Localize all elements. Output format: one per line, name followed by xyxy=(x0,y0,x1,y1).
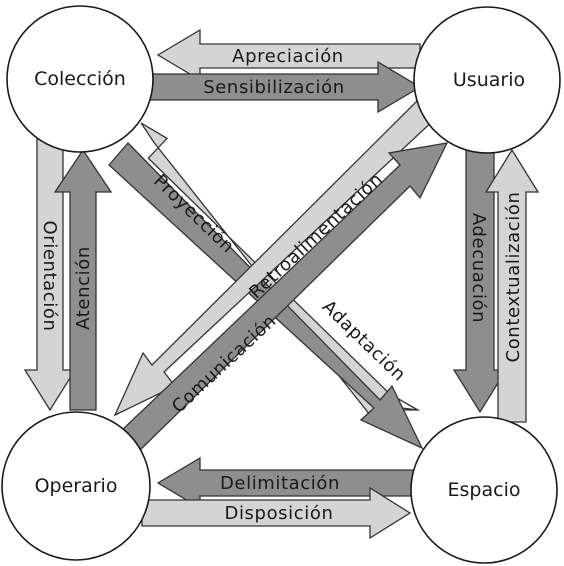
node-coleccion: Colección xyxy=(6,5,154,153)
arrow-disposicion xyxy=(141,486,412,540)
label-adecuacion: Adecuación xyxy=(468,213,489,323)
arrow-contextualizacion xyxy=(484,148,540,423)
label-atencion: Atención xyxy=(73,246,94,330)
node-operario-label: Operario xyxy=(35,475,118,497)
node-coleccion-label: Colección xyxy=(34,68,126,90)
arrow-orientacion xyxy=(23,137,77,412)
arrow-retroalimentacion xyxy=(113,99,437,417)
node-usuario-label: Usuario xyxy=(453,69,525,91)
label-contextualizacion: Contextualización xyxy=(503,192,524,363)
arrow-comunicacion xyxy=(119,142,449,453)
label-retroalimentacion: Retroalimentación xyxy=(245,169,387,303)
arrow-atencion xyxy=(53,148,113,411)
label-disposicion: Disposición xyxy=(225,503,334,524)
arrow-sensibilizacion xyxy=(145,60,422,114)
label-delimitacion: Delimitación xyxy=(220,473,340,494)
node-espacio-label: Espacio xyxy=(448,479,521,501)
node-espacio: Espacio xyxy=(410,416,558,564)
label-sensibilizacion: Sensibilización xyxy=(203,77,345,98)
label-orientacion: Orientación xyxy=(39,220,60,331)
label-comunicacion: Comunicación xyxy=(168,310,281,417)
node-usuario: Usuario xyxy=(413,6,561,154)
node-operario: Operario xyxy=(1,411,151,561)
label-apreciacion: Apreciación xyxy=(232,46,344,67)
